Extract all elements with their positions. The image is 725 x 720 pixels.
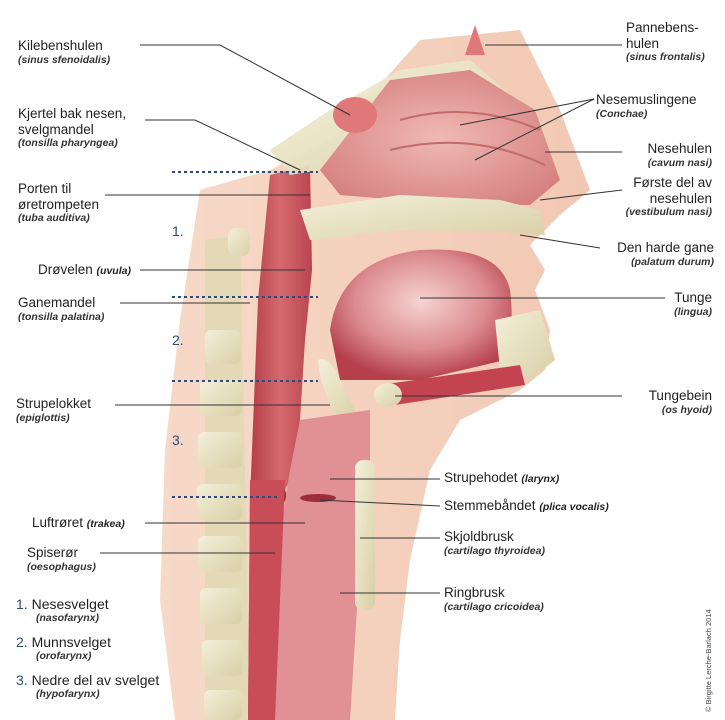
label-main: Skjoldbrusk <box>444 529 514 544</box>
legend-item-nasofarynx: 1. Nesesvelget (nasofarynx) <box>16 596 109 624</box>
label-sub: (Conchae) <box>596 107 648 120</box>
label-epiglottis: Strupelokket (epiglottis) <box>16 396 91 424</box>
label-sub: (lingua) <box>674 305 712 318</box>
label-cartilago-thyroidea: Skjoldbrusk (cartilago thyroidea) <box>444 529 545 557</box>
label-sub: (tonsilla palatina) <box>18 310 105 323</box>
label-sub: (cartilago thyroidea) <box>444 544 545 557</box>
legend-sub: (nasofarynx) <box>36 612 100 625</box>
label-main: Kilebenshulen <box>18 38 103 53</box>
region-number-1: 1. <box>172 223 184 239</box>
legend-line: 1. Nesesvelget <box>16 596 109 612</box>
label-sub: (trakea) <box>86 518 125 530</box>
label-vestibulum-nasi: Første del av nesehulen (vestibulum nasi… <box>608 175 712 218</box>
label-trachea: Luftrøret (trakea) <box>32 515 125 531</box>
leader-lines <box>100 44 665 594</box>
legend-line: 3. Nedre del av svelget <box>16 672 159 688</box>
label-sub: (larynx) <box>521 473 560 485</box>
label-main: Nesehulen <box>647 141 712 156</box>
sphenoid-sinus-shape <box>333 97 377 133</box>
nasal-cavity-shape <box>320 70 560 205</box>
region-number-3: 3. <box>172 432 184 448</box>
cervical-spine <box>197 228 250 720</box>
hyoid-muscle <box>380 365 525 405</box>
legend-main: Munnsvelget <box>31 634 111 650</box>
label-main: Drøvelen <box>38 262 93 277</box>
legend-sub: (orofarynx) <box>36 650 92 663</box>
label-main-2: hulen <box>626 35 660 51</box>
label-pharyngeal-tonsil: Kjertel bak nesen, svelgmandel (tonsilla… <box>18 106 126 149</box>
frontal-sinus-shape <box>465 25 485 55</box>
label-sub: (oesophagus) <box>27 560 96 573</box>
label-main: Kjertel bak nesen, <box>18 106 127 121</box>
label-larynx: Strupehodet (larynx) <box>444 470 559 486</box>
label-main: Ganemandel <box>18 295 96 310</box>
larynx-trachea-shape <box>270 410 370 720</box>
region-number-2: 2. <box>172 332 184 348</box>
label-frontal-sinus: Pannebens- hulen (sinus frontalis) <box>626 20 705 63</box>
label-sub: (vestibulum nasi) <box>625 206 712 219</box>
label-main: Ringbrusk <box>444 585 505 600</box>
label-sub: (uvula) <box>96 265 131 277</box>
hard-palate-shape <box>300 195 545 240</box>
copyright-text: © Birgitte Lerche-Barlach 2014 <box>704 609 713 712</box>
label-sub: (sinus sfenoidalis) <box>18 53 111 66</box>
legend-num: 1. <box>16 596 28 612</box>
label-main: Tungebein <box>648 388 712 403</box>
label-main: Nesemuslingene <box>596 92 697 107</box>
label-sub: (os hyoid) <box>661 403 712 416</box>
label-tuba-auditiva: Porten til øretrompeten (tuba auditiva) <box>18 181 99 224</box>
label-os-hyoid: Tungebein (os hyoid) <box>622 388 712 416</box>
label-lingua: Tunge (lingua) <box>640 290 712 318</box>
tongue-shape <box>330 249 512 380</box>
label-main: Stemmebåndet <box>444 498 536 513</box>
label-sub: (tuba auditiva) <box>18 212 90 225</box>
label-plica-vocalis: Stemmebåndet (plica vocalis) <box>444 498 609 514</box>
label-main: Luftrøret <box>32 515 84 530</box>
mandible-shape <box>495 310 555 380</box>
legend-main: Nedre del av svelget <box>31 672 160 688</box>
label-main: Spiserør <box>27 545 79 560</box>
legend-item-orofarynx: 2. Munnsvelget (orofarynx) <box>16 634 111 662</box>
label-main: Tunge <box>674 290 712 305</box>
region-dividers <box>172 171 318 498</box>
label-palatine-tonsil: Ganemandel (tonsilla palatina) <box>18 295 104 323</box>
legend-main: Nesesvelget <box>31 596 109 612</box>
label-palatum-durum: Den harde gane (palatum durum) <box>600 240 714 268</box>
label-sub: (cartilago cricoidea) <box>444 600 544 613</box>
legend-item-hypofarynx: 3. Nedre del av svelget (hypofarynx) <box>16 672 159 700</box>
label-main-2: nesehulen <box>649 190 712 206</box>
esophagus-shape <box>248 480 285 720</box>
epiglottis-shape <box>318 359 360 420</box>
label-cavum-nasi: Nesehulen (cavum nasi) <box>622 141 712 169</box>
label-main: Pannebens- <box>626 20 699 35</box>
label-sub: (cavum nasi) <box>647 156 712 169</box>
label-main: Første del av <box>633 175 712 190</box>
label-sub: (plica vocalis) <box>539 501 609 513</box>
label-sub: (sinus frontalis) <box>626 51 705 64</box>
legend-num: 2. <box>16 634 28 650</box>
label-sub: (epiglottis) <box>16 411 70 424</box>
label-main: Strupelokket <box>16 396 92 411</box>
label-main-2: svelgmandel <box>18 121 94 137</box>
legend-num: 3. <box>16 672 28 688</box>
label-sub: (tonsilla pharyngea) <box>18 137 118 150</box>
label-main-2: øretrompeten <box>18 196 100 212</box>
label-sphenoid-sinus: Kilebenshulen (sinus sfenoidalis) <box>18 38 110 66</box>
label-main: Strupehodet <box>444 470 518 485</box>
hyoid-bone-shape <box>374 383 402 407</box>
label-cartilago-cricoidea: Ringbrusk (cartilago cricoidea) <box>444 585 544 613</box>
legend-line: 2. Munnsvelget <box>16 634 111 650</box>
label-main: Porten til <box>18 181 72 196</box>
label-oesophagus: Spiserør (oesophagus) <box>27 545 96 573</box>
label-main: Den harde gane <box>617 240 714 255</box>
label-conchae: Nesemuslingene (Conchae) <box>596 92 697 120</box>
legend-sub: (hypofarynx) <box>36 688 100 701</box>
label-sub: (palatum durum) <box>631 255 714 268</box>
label-uvula: Drøvelen (uvula) <box>38 262 131 278</box>
